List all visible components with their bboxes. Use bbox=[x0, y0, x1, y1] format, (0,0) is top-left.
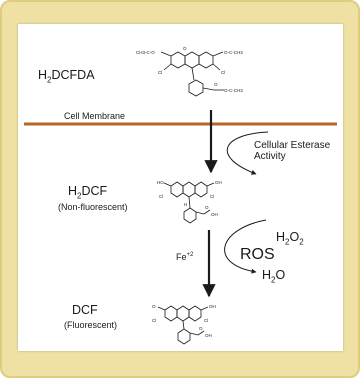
dcf-atoms: O OH Cl Cl O OH bbox=[152, 304, 216, 338]
label-esterase-line2: Activity bbox=[254, 151, 286, 162]
svg-text:Cl: Cl bbox=[152, 318, 156, 323]
svg-text:Cl: Cl bbox=[158, 70, 162, 75]
svg-text:Cl: Cl bbox=[159, 194, 163, 199]
svg-text:O: O bbox=[214, 82, 218, 87]
label-ros: ROS bbox=[240, 246, 275, 263]
label-h2dcfda: H2DCFDA bbox=[38, 68, 95, 85]
label-fe2: Fe+2 bbox=[176, 252, 194, 262]
svg-text:O: O bbox=[199, 326, 203, 331]
dcf-structure bbox=[157, 305, 209, 345]
svg-text:OH: OH bbox=[209, 304, 216, 309]
svg-text:O: O bbox=[205, 205, 209, 210]
svg-text:O: O bbox=[183, 46, 187, 51]
svg-text:Cl: Cl bbox=[210, 194, 214, 199]
figure-panel: CH3-C-O O-C-CH3 Cl Cl O O-C-CH3 O bbox=[18, 24, 343, 351]
diagram-graphics: CH3-C-O O-C-CH3 Cl Cl O O-C-CH3 O bbox=[24, 46, 337, 345]
label-esterase-line1: Cellular Esterase bbox=[254, 140, 331, 151]
svg-text:OH: OH bbox=[215, 180, 222, 185]
label-h2dcf: H2DCF bbox=[68, 184, 108, 201]
svg-text:HO: HO bbox=[157, 180, 164, 185]
svg-text:Cl: Cl bbox=[204, 318, 208, 323]
svg-text:Cl: Cl bbox=[221, 70, 225, 75]
svg-text:H: H bbox=[184, 202, 187, 207]
svg-text:OH: OH bbox=[211, 212, 218, 217]
svg-text:O-C-CH3: O-C-CH3 bbox=[224, 88, 243, 93]
arrow-ros bbox=[224, 219, 267, 274]
svg-text:OH: OH bbox=[205, 333, 212, 338]
svg-text:O: O bbox=[152, 304, 156, 309]
label-h2o: H2O bbox=[262, 268, 286, 285]
h2dcfda-structure bbox=[160, 51, 224, 97]
h2dcf-structure bbox=[163, 181, 215, 224]
arrow-esterase bbox=[226, 131, 269, 175]
label-fluorescent: (Fluorescent) bbox=[64, 320, 118, 330]
svg-text:O-C-CH3: O-C-CH3 bbox=[224, 50, 243, 55]
label-cell-membrane: Cell Membrane bbox=[64, 111, 126, 121]
h2dcf-atoms: HO OH Cl Cl O OH H bbox=[157, 180, 222, 217]
label-dcf: DCF bbox=[72, 303, 98, 317]
label-h2o2: H2O2 bbox=[276, 230, 304, 247]
svg-text:CH3-C-O: CH3-C-O bbox=[136, 50, 155, 55]
label-non-fluorescent: (Non-fluorescent) bbox=[58, 202, 128, 212]
h2dcfda-atoms: CH3-C-O O-C-CH3 Cl Cl O O-C-CH3 O bbox=[136, 46, 243, 93]
